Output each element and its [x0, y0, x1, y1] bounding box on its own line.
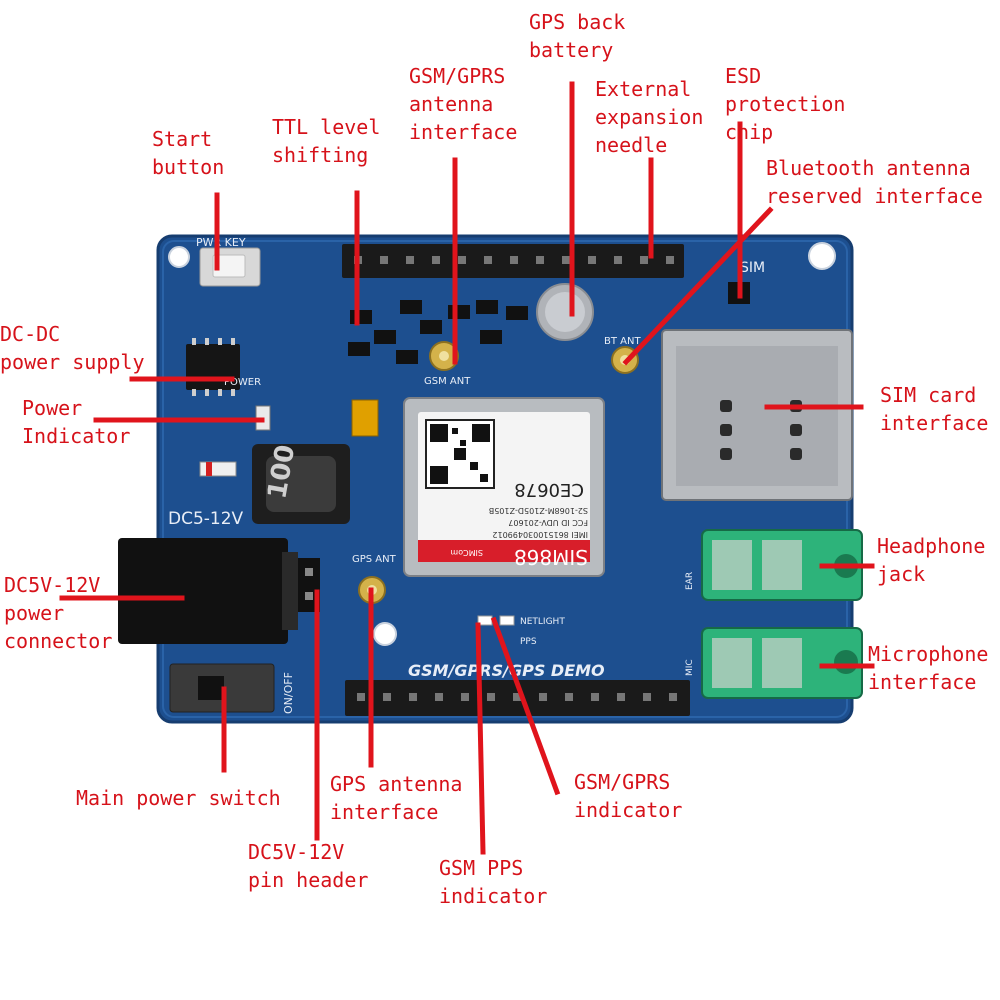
sim-card-holder [661, 329, 853, 501]
label-headphone: Headphone jack [877, 534, 986, 586]
gsm-antenna-connector [429, 341, 459, 371]
module-imei: IMEI 861510030499012 [492, 530, 588, 539]
silk-on-off: ON/OFF [282, 672, 295, 714]
silk-gsm-ant: GSM ANT [424, 376, 471, 387]
label-main-switch: Main power switch [76, 786, 281, 810]
sim868-module [403, 397, 605, 577]
pointer-bt-antenna [622, 206, 774, 366]
label-dc-connector: DC5V-12V power connector [4, 573, 113, 653]
module-sn: S2-1068M-Z105D-Z105B [489, 506, 588, 515]
silk-demo: GSM/GPRS/GPS DEMO [408, 661, 605, 680]
label-microphone: Microphone interface [868, 642, 989, 694]
label-gsm-indicator: GSM/GPRS indicator [574, 770, 683, 822]
label-gps-antenna: GPS antenna interface [330, 772, 463, 824]
silk-pps: PPS [520, 637, 537, 647]
silk-sim: SIM [740, 260, 765, 276]
module-name: SIM868 [514, 545, 588, 569]
silk-bt-ant: BT ANT [604, 336, 641, 347]
label-start-button: Start button [152, 127, 225, 179]
pointer-gsm-indicator [490, 616, 561, 796]
module-brand: SIMCom [450, 548, 483, 557]
mounting-hole [373, 622, 397, 646]
label-gps-battery: GPS back battery [529, 10, 626, 62]
label-esd: ESD protection chip [725, 64, 846, 144]
netlight-led [499, 615, 515, 626]
label-gsm-antenna: GSM/GPRS antenna interface [409, 64, 518, 144]
silk-gps-ant: GPS ANT [352, 554, 397, 565]
gps-battery-part [536, 283, 594, 341]
bottom-pin-header [345, 680, 690, 716]
silk-ear: EAR [685, 572, 695, 590]
label-dcdc: DC-DC power supply [0, 322, 145, 374]
pointer-pps-indicator [475, 622, 486, 855]
mounting-hole [168, 246, 190, 268]
tantalum-capacitor [351, 399, 379, 437]
start-button-part [199, 247, 261, 287]
label-ttl-level: TTL level shifting [272, 115, 381, 167]
module-ce: CE0678 [514, 479, 584, 500]
label-bt-antenna: Bluetooth antenna reserved interface [766, 156, 983, 208]
top-pin-header [342, 244, 684, 278]
silk-dc-range: DC5-12V [168, 509, 244, 529]
silk-mic: MIC [685, 659, 695, 676]
diode [199, 461, 237, 477]
silk-netlight: NETLIGHT [520, 617, 565, 627]
label-power-ind: Power Indicator [22, 396, 131, 448]
label-sim-card: SIM card interface [880, 383, 989, 435]
label-pin-header: DC5V-12V pin header [248, 840, 369, 892]
headphone-jack-part [701, 529, 863, 601]
mounting-hole [808, 242, 836, 270]
label-ext-needle: External expansion needle [595, 77, 704, 157]
microphone-jack-part [701, 627, 863, 699]
silk-pwr-key: PWR KEY [196, 236, 246, 249]
module-fcc: FCC ID UDV-201607 [508, 518, 588, 527]
label-pps-indicator: GSM PPS indicator [439, 856, 548, 908]
inductor [252, 444, 350, 524]
silk-power: POWER [224, 377, 261, 388]
dc-barrel-connector [118, 538, 298, 644]
